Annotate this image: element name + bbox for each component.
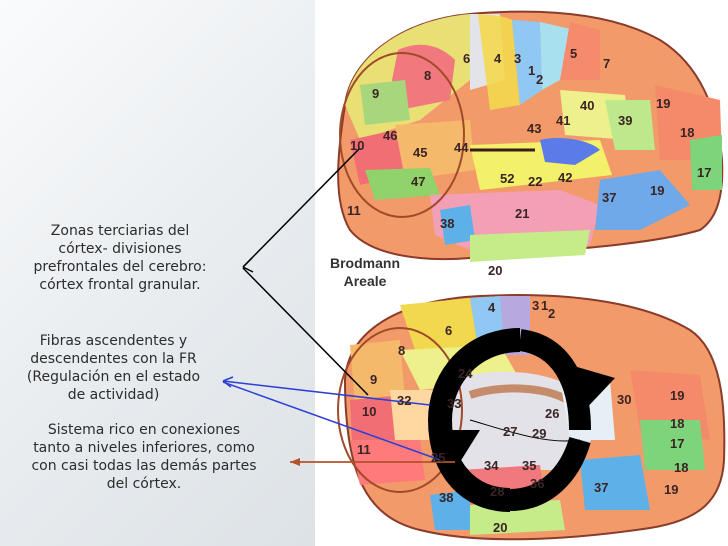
medial-area-labels: 4 3 1 2 6 8 9 10 11 32 33 24 26 27 29 30… [357, 298, 688, 535]
caption-fibras-line-3: (Regulación en el estado [26, 369, 201, 385]
m-area-18: 18 [670, 416, 684, 431]
area-43: 43 [527, 121, 541, 136]
m-area-28: 28 [490, 484, 504, 499]
arrow-black-1 [242, 147, 361, 268]
legend-line-2: Areale [343, 273, 387, 289]
area-38: 38 [440, 216, 454, 231]
caption-sistema-line-2: tanto a niveles inferiores, como [33, 440, 255, 456]
m-area-27: 27 [503, 424, 517, 439]
m-area-2: 2 [548, 306, 555, 321]
m-area-4: 4 [488, 300, 496, 315]
area-40: 40 [580, 98, 594, 113]
cycle-arrows-icon [427, 328, 615, 512]
m-area-1: 1 [541, 298, 548, 313]
caption-fibras: Fibras ascendentes y descendentes con la… [26, 332, 201, 404]
m-area-8: 8 [398, 343, 405, 358]
lateral-brain [337, 10, 724, 262]
m-area-38: 38 [439, 490, 453, 505]
arrows [222, 147, 455, 466]
area-5: 5 [570, 46, 577, 61]
caption-sistema-line-4: del córtex. [106, 476, 182, 492]
caption-zonas-line-2: córtex- divisiones [58, 241, 182, 257]
m-area-18b: 18 [674, 460, 688, 475]
caption-sistema-line-1: Sistema rico en conexiones [47, 422, 241, 438]
left-panel [0, 0, 315, 546]
m-area-11: 11 [357, 442, 371, 457]
m-area-37: 37 [594, 480, 608, 495]
legend-line-1: Brodmann [330, 255, 400, 271]
m-area-24: 24 [458, 366, 473, 381]
m-area-6: 6 [445, 323, 452, 338]
caption-zonas: Zonas terciarias del córtex- divisiones … [30, 222, 210, 294]
area-47: 47 [411, 174, 425, 189]
m-area-9: 9 [370, 372, 377, 387]
area-2: 2 [536, 72, 543, 87]
area-19-top: 19 [656, 96, 670, 111]
area-11: 11 [347, 203, 361, 218]
caption-sistema: Sistema rico en conexiones tanto a nivel… [30, 421, 258, 493]
arrow-blue-2 [222, 381, 441, 461]
area-9: 9 [372, 86, 379, 101]
area-45: 45 [413, 145, 427, 160]
area-42: 42 [558, 170, 572, 185]
m-area-25: 25 [431, 450, 445, 465]
caption-zonas-line-1: Zonas terciarias del [50, 223, 190, 239]
m-area-19b: 19 [664, 482, 678, 497]
m-area-3: 3 [532, 298, 539, 313]
m-area-26: 26 [545, 406, 559, 421]
frontal-circle-bottom [337, 327, 463, 493]
m-area-34: 34 [484, 458, 499, 473]
lateral-area-labels: 6 4 3 1 2 5 7 8 9 10 46 45 44 47 11 43 4… [347, 46, 711, 278]
area-52: 52 [500, 171, 514, 186]
m-area-20: 20 [493, 520, 507, 535]
area-46: 46 [383, 128, 397, 143]
area-8: 8 [424, 68, 431, 83]
area-21: 21 [515, 206, 529, 221]
caption-fibras-line-1: Fibras ascendentes y [39, 333, 188, 349]
area-17-top: 17 [697, 165, 711, 180]
m-area-36: 36 [530, 476, 544, 491]
m-area-19: 19 [670, 388, 684, 403]
area-20: 20 [488, 263, 502, 278]
frontal-circle-top [339, 52, 465, 218]
m-area-32: 32 [397, 393, 411, 408]
arrow-blue-1 [222, 380, 431, 406]
area-39: 39 [618, 113, 632, 128]
m-area-10: 10 [362, 404, 376, 419]
m-area-33: 33 [447, 396, 461, 411]
area-41: 41 [556, 113, 570, 128]
caption-fibras-line-4: de actividad) [67, 387, 160, 403]
area-1: 1 [528, 63, 535, 78]
caption-fibras-line-2: descendentes con la FR [30, 351, 197, 367]
area-6: 6 [463, 51, 470, 66]
area-19-b: 19 [650, 183, 664, 198]
caption-sistema-line-3: con casi todas las demás partes [31, 458, 257, 474]
area-10: 10 [350, 138, 364, 153]
m-area-29: 29 [532, 426, 546, 441]
arrow-black-2 [242, 267, 369, 396]
m-area-30: 30 [617, 392, 631, 407]
caption-zonas-line-4: córtex frontal granular. [39, 277, 201, 293]
area-22: 22 [528, 174, 542, 189]
caption-zonas-line-3: prefrontales del cerebro: [33, 259, 207, 275]
area-44: 44 [454, 140, 469, 155]
area-3: 3 [514, 51, 521, 66]
m-area-35: 35 [522, 458, 536, 473]
area-37: 37 [602, 190, 616, 205]
area-4: 4 [494, 51, 502, 66]
m-area-17: 17 [670, 436, 684, 451]
area-7: 7 [603, 56, 610, 71]
brodmann-legend: Brodmann Areale [330, 254, 400, 290]
area-18-top: 18 [680, 125, 694, 140]
